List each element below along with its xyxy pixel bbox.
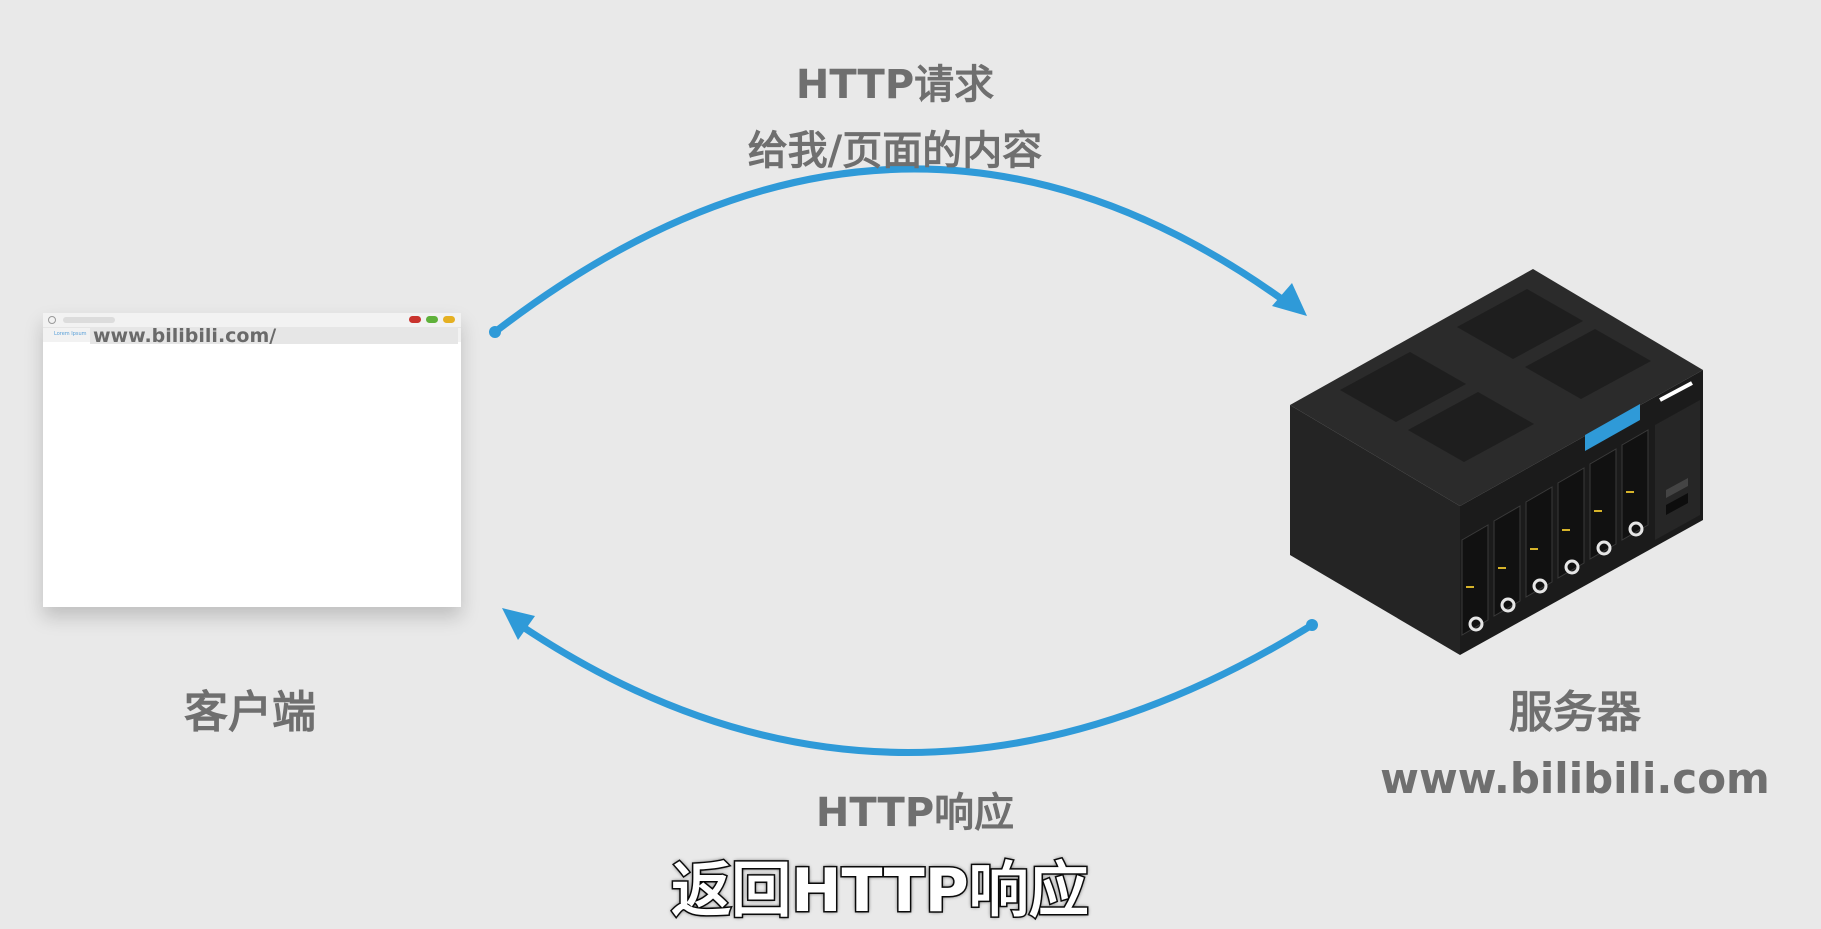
browser-tab[interactable]: [63, 317, 115, 323]
request-body: 给我/页面的内容: [747, 128, 1043, 174]
settings-icon[interactable]: [48, 316, 56, 324]
server-label: 服务器: [1509, 687, 1641, 738]
request-arrow: [491, 165, 1294, 336]
server-domain: www.bilibili.com: [1380, 754, 1770, 803]
request-title: HTTP请求: [795, 62, 995, 108]
close-icon[interactable]: [409, 316, 421, 323]
response-arrow-tail: [1306, 619, 1318, 631]
request-arrowhead: [1272, 283, 1307, 316]
response-arrow: [516, 621, 1316, 756]
request-arrow-tail: [489, 326, 501, 338]
browser-titlebar: [43, 313, 461, 327]
response-title: HTTP响应: [815, 790, 1015, 836]
response-arrowhead: [502, 608, 535, 640]
client-label: 客户端: [184, 687, 316, 738]
server-icon: [1290, 269, 1703, 655]
maximize-icon[interactable]: [426, 316, 438, 323]
address-text: www.bilibili.com/: [93, 325, 277, 347]
minimize-icon[interactable]: [443, 316, 455, 323]
browser-window: Lorem Ipsum www.bilibili.com/: [43, 313, 461, 607]
browser-tab-label: Lorem Ipsum: [54, 331, 87, 337]
address-bar[interactable]: [90, 327, 458, 344]
video-subtitle: 返回HTTP响应: [670, 855, 1090, 928]
